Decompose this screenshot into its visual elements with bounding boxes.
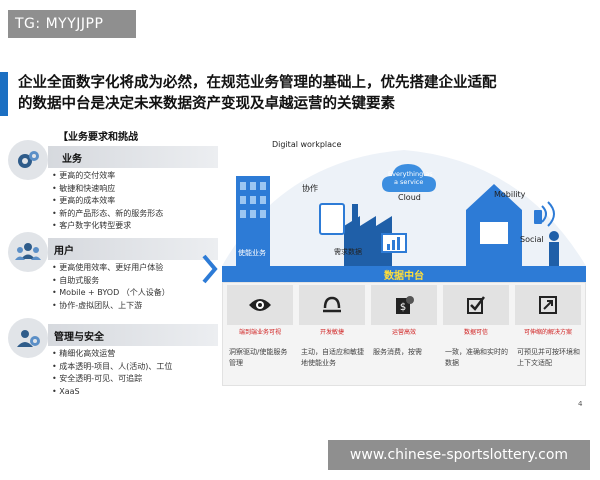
capability-description: 洞察驱动/使能服务管理 <box>229 348 288 367</box>
capability-column: 端到端业务可视 洞察驱动/使能服务管理 <box>225 283 295 387</box>
gear-group-icon <box>8 140 48 180</box>
chevron-right-icon <box>202 254 218 284</box>
title-accent-bar <box>0 72 8 116</box>
checkbox-icon <box>443 285 509 325</box>
capability-column: $ 运营高效 服务消费，按需 <box>369 283 439 387</box>
digital-workplace-illustration: Digital workplace Everything as a servic… <box>222 140 586 266</box>
capability-columns: 端到端业务可视 洞察驱动/使能服务管理 开发敏捷 主动，自适应和敏捷地使能业务 … <box>222 282 586 386</box>
source-tag: TG: MYYJJPP <box>8 10 136 38</box>
list-item: 更高的交付效率 <box>52 170 163 183</box>
enable-business-label: 使能业务 <box>238 249 266 257</box>
list-item: 更高使用效率、更好用户体验 <box>52 262 170 275</box>
section-users-list: 更高使用效率、更好用户体验 自助式服务 Mobile + BYOD （个人设备）… <box>52 262 170 312</box>
svg-text:$: $ <box>400 302 406 313</box>
section-users-bar: 用户 <box>48 238 218 260</box>
data-middle-platform-label: 数据中台 <box>384 271 424 282</box>
challenges-header: 【业务要求和挑战 <box>8 128 216 143</box>
list-item: Mobile + BYOD （个人设备） <box>52 287 170 300</box>
agile-loop-icon <box>299 285 365 325</box>
list-item: 成本透明-项目、人(活动)、工位 <box>52 361 172 374</box>
section-management: 管理与安全 精细化高效运营 成本透明-项目、人(活动)、工位 安全透明-可见、可… <box>8 318 218 402</box>
section-users-label: 用户 <box>54 246 74 257</box>
cloud-caption-line-1: Everything as <box>388 170 433 178</box>
title-line-1: 企业全面数字化将成为必然，在规范业务管理的基础上，优先搭建企业适配 <box>18 75 497 91</box>
expand-icon <box>515 285 581 325</box>
capability-description: 一致，准确和实时的数据 <box>445 348 508 367</box>
capability-caption: 开发敏捷 <box>319 329 344 336</box>
watermark-link: www.chinese-sportslottery.com <box>328 440 590 470</box>
section-business: 业务 更高的交付效率 敏捷和快速响应 更高的成本效率 新的产品形态、新的服务形态… <box>8 140 218 232</box>
demand-data-label: 需求数据 <box>334 248 362 256</box>
capability-description: 可预见并可按环境和上下文适配 <box>517 348 580 367</box>
section-management-label: 管理与安全 <box>54 332 104 343</box>
list-item: 更高的成本效率 <box>52 195 163 208</box>
list-item: 新的产品形态、新的服务形态 <box>52 208 163 221</box>
section-management-bar: 管理与安全 <box>48 324 218 346</box>
digital-workplace-label: Digital workplace <box>272 140 342 149</box>
capability-description: 主动，自适应和敏捷地使能业务 <box>301 348 364 367</box>
section-business-label: 业务 <box>62 154 82 165</box>
list-item: 安全透明-可见、可追踪 <box>52 373 172 386</box>
challenges-header-label: 【业务要求和挑战 <box>58 132 138 143</box>
list-item: XaaS <box>52 386 172 399</box>
admin-gear-icon <box>8 318 48 358</box>
page-number: 4 <box>578 400 583 408</box>
cloud-caption-line-2: a service <box>394 178 424 186</box>
capability-caption: 运营高效 <box>391 329 416 336</box>
money-ops-icon: $ <box>371 285 437 325</box>
capability-column: 数据可信 一致，准确和实时的数据 <box>441 283 511 387</box>
capability-column: 开发敏捷 主动，自适应和敏捷地使能业务 <box>297 283 367 387</box>
capability-column: 可伸缩的解决方案 可预见并可按环境和上下文适配 <box>513 283 583 387</box>
social-label: Social <box>520 235 544 244</box>
workplace-scene <box>222 150 586 266</box>
capability-description: 服务消费，按需 <box>373 348 422 356</box>
data-middle-platform-bar: 数据中台 <box>222 266 586 282</box>
collab-label: 协作 <box>302 184 318 193</box>
list-item: 精细化高效运营 <box>52 348 172 361</box>
capability-caption: 数据可信 <box>463 329 488 336</box>
list-item: 敏捷和快速响应 <box>52 183 163 196</box>
eye-icon <box>227 285 293 325</box>
mobility-label: Mobility <box>494 190 526 199</box>
capability-caption: 可伸缩的解决方案 <box>523 329 572 336</box>
capability-caption: 端到端业务可视 <box>238 329 281 336</box>
section-management-list: 精细化高效运营 成本透明-项目、人(活动)、工位 安全透明-可见、可追踪 Xaa… <box>52 348 172 398</box>
page-title: 企业全面数字化将成为必然，在规范业务管理的基础上，优先搭建企业适配 的数据中台是… <box>18 73 588 115</box>
cloud-label: Cloud <box>398 193 421 202</box>
users-icon <box>8 232 48 272</box>
list-item: 协作-虚拟团队、上下游 <box>52 300 170 313</box>
section-business-bar: 业务 <box>48 146 218 168</box>
section-users: 用户 更高使用效率、更好用户体验 自助式服务 Mobile + BYOD （个人… <box>8 232 218 316</box>
title-line-2: 的数据中台是决定未来数据资产变现及卓越运营的关键要素 <box>18 96 395 112</box>
list-item: 自助式服务 <box>52 275 170 288</box>
list-item: 客户数字化转型要求 <box>52 220 163 233</box>
section-business-list: 更高的交付效率 敏捷和快速响应 更高的成本效率 新的产品形态、新的服务形态 客户… <box>52 170 163 233</box>
